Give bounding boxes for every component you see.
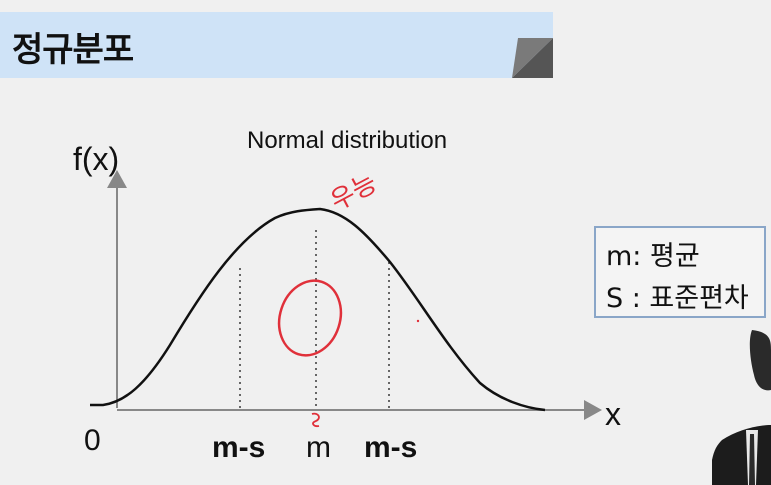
slide-title: 정규분포 (12, 30, 134, 70)
legend-std-dev: S : 표준편차 (606, 283, 749, 314)
tick-label-left: m-s (212, 431, 265, 464)
legend-mean: m: 평균 (606, 241, 700, 272)
legend-box: m: 평균 S : 표준편차 (594, 226, 766, 318)
bell-curve (90, 207, 546, 412)
handwritten-mark-under-mean (311, 412, 320, 428)
handwritten-peak-note: 우능 (326, 168, 382, 217)
tick-label-mean: m (306, 431, 331, 464)
title-bar (0, 12, 553, 78)
handwritten-circle (277, 279, 343, 357)
title-corner-triangle (512, 38, 553, 78)
presenter-video (712, 330, 771, 485)
tick-label-right: m-s (364, 431, 417, 464)
graph-heading: Normal distribution (247, 127, 447, 154)
y-axis-label: f(x) (73, 141, 119, 177)
x-axis-label: x (605, 396, 621, 432)
origin-label: 0 (84, 424, 101, 457)
handwritten-dot (416, 319, 420, 323)
